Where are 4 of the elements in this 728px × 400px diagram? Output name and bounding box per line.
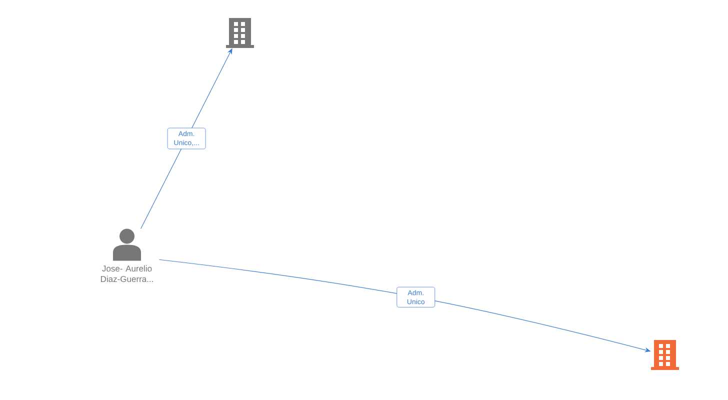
- building-icon: [651, 340, 679, 370]
- person-node: Jose- Aurelio Diaz-Guerra...: [101, 228, 153, 282]
- node-label: Jose- Aurelio Diaz-Guerra...: [101, 265, 153, 282]
- building-icon: [226, 18, 254, 48]
